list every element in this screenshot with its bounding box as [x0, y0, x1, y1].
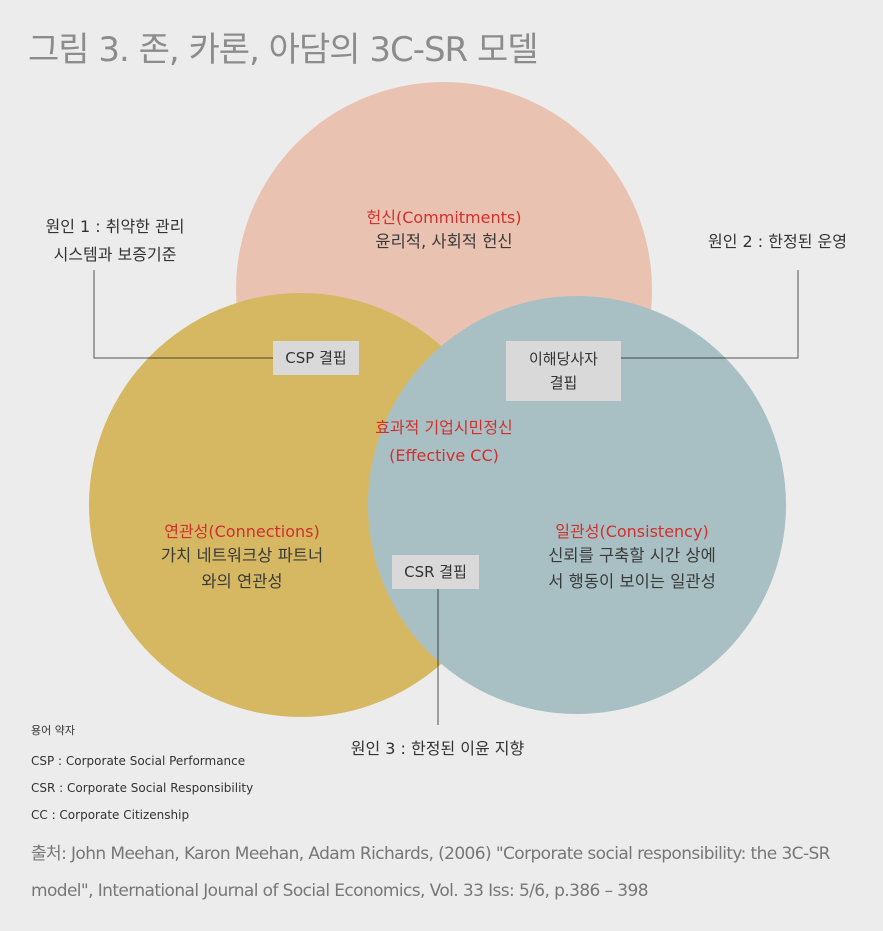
center-label: 효과적 기업시민정신 (Effective CC) [339, 414, 549, 470]
commitments-desc: 윤리적, 사회적 헌신 [375, 232, 513, 251]
source-citation: 출처: John Meehan, Karon Meehan, Adam Rich… [31, 844, 830, 901]
cause1-line1: 원인 1 : 취약한 관리 [45, 217, 185, 236]
csr-gap-box: CSR 결핍 [392, 555, 479, 589]
consistency-label: 일관성(Consistency) 신뢰를 구축할 시간 상에 서 행동이 보이는… [522, 521, 742, 595]
legend-item-cc: CC : Corporate Citizenship [31, 808, 190, 822]
connections-desc-line2: 와의 연관성 [201, 572, 283, 591]
csr-gap-label: CSR 결핍 [404, 563, 467, 581]
consistency-desc-line2: 서 행동이 보이는 일관성 [548, 572, 716, 591]
stakeholder-gap-box: 이해당사자 결핍 [506, 341, 621, 401]
cause2: 원인 2 : 한정된 운영 [708, 232, 847, 251]
consistency-circle [368, 296, 786, 714]
stakeholder-gap-line1: 이해당사자 [528, 350, 598, 368]
connections-heading: 연관성(Connections) [164, 522, 320, 541]
connections-desc-line1: 가치 네트워크상 파트너 [160, 546, 324, 565]
legend-item-csr: CSR : Corporate Social Responsibility [31, 781, 254, 795]
cause1: 원인 1 : 취약한 관리 시스템과 보증기준 [30, 213, 200, 269]
commitments-label: 헌신(Commitments) 윤리적, 사회적 헌신 [344, 207, 544, 255]
csp-gap-label: CSP 결핍 [285, 349, 347, 367]
stakeholder-gap-line2: 결핍 [549, 374, 578, 392]
consistency-heading: 일관성(Consistency) [555, 522, 709, 541]
abbreviation-legend: 용어 약자 CSP : Corporate Social Performance… [31, 722, 253, 829]
figure-title: 그림 3. 존, 카론, 아담의 3C-SR 모델 [28, 30, 539, 70]
consistency-desc-line1: 신뢰를 구축할 시간 상에 [548, 546, 716, 565]
legend-heading: 용어 약자 [31, 724, 75, 737]
commitments-heading: 헌신(Commitments) [366, 208, 522, 227]
legend-item-csp: CSP : Corporate Social Performance [31, 754, 246, 768]
center-line1: 효과적 기업시민정신 [375, 418, 513, 437]
connections-label: 연관성(Connections) 가치 네트워크상 파트너 와의 연관성 [142, 521, 342, 595]
center-line2: (Effective CC) [389, 446, 499, 465]
csp-gap-box: CSP 결핍 [273, 341, 359, 375]
cause1-line2: 시스템과 보증기준 [53, 245, 177, 264]
cause3: 원인 3 : 한정된 이윤 지향 [350, 739, 525, 758]
